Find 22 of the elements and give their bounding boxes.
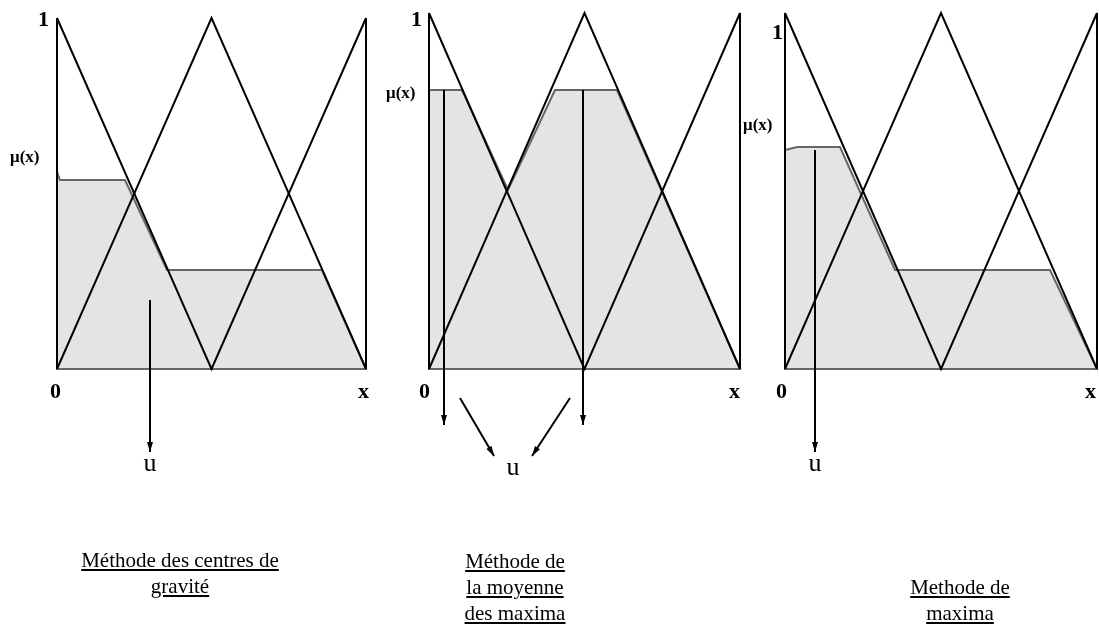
- axis-title: x: [729, 378, 740, 404]
- output-variable: u: [504, 452, 522, 482]
- arrow: [459, 397, 495, 457]
- caption: Méthode de la moyenne des maxima: [463, 548, 567, 626]
- caption: Méthode des centres de gravité: [80, 547, 280, 599]
- axis-value: 1: [772, 19, 783, 45]
- axis-value: 1: [38, 6, 49, 32]
- axis-value: 0: [50, 378, 61, 404]
- output-variable: u: [141, 448, 159, 478]
- axis-value: 0: [776, 378, 787, 404]
- axis-title: x: [1085, 378, 1096, 404]
- caption: Methode de maxima: [909, 574, 1011, 626]
- arrow: [147, 299, 153, 453]
- arrow: [812, 149, 818, 453]
- axis-title: x: [358, 378, 369, 404]
- output-variable: u: [806, 448, 824, 478]
- axis-title: μ(x): [743, 115, 773, 135]
- axis-value: 0: [419, 378, 430, 404]
- axis-value: 1: [411, 6, 422, 32]
- arrow: [531, 397, 571, 457]
- axis-title: μ(x): [386, 83, 416, 103]
- axis-title: μ(x): [10, 147, 40, 167]
